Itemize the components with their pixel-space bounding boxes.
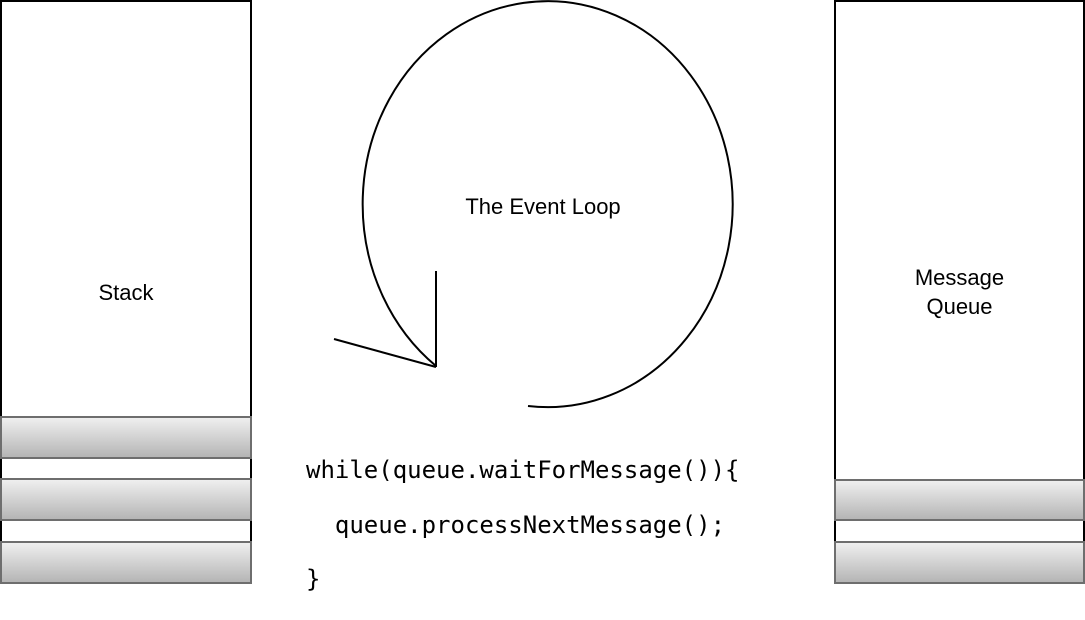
- queue-message: [834, 479, 1085, 521]
- code-line-1: while(queue.waitForMessage()){: [306, 456, 740, 484]
- stack-frame: [0, 416, 252, 459]
- queue-label-line1: Message: [914, 265, 1005, 290]
- queue-label-line2: Queue: [926, 294, 993, 319]
- stack-frame: [0, 478, 252, 521]
- code-line-2: queue.processNextMessage();: [306, 511, 726, 539]
- stack-frame: [0, 541, 252, 584]
- stack-label: Stack: [98, 280, 154, 305]
- code-line-3: }: [306, 565, 321, 593]
- queue-message: [834, 541, 1085, 584]
- event-loop-label: The Event Loop: [465, 194, 621, 219]
